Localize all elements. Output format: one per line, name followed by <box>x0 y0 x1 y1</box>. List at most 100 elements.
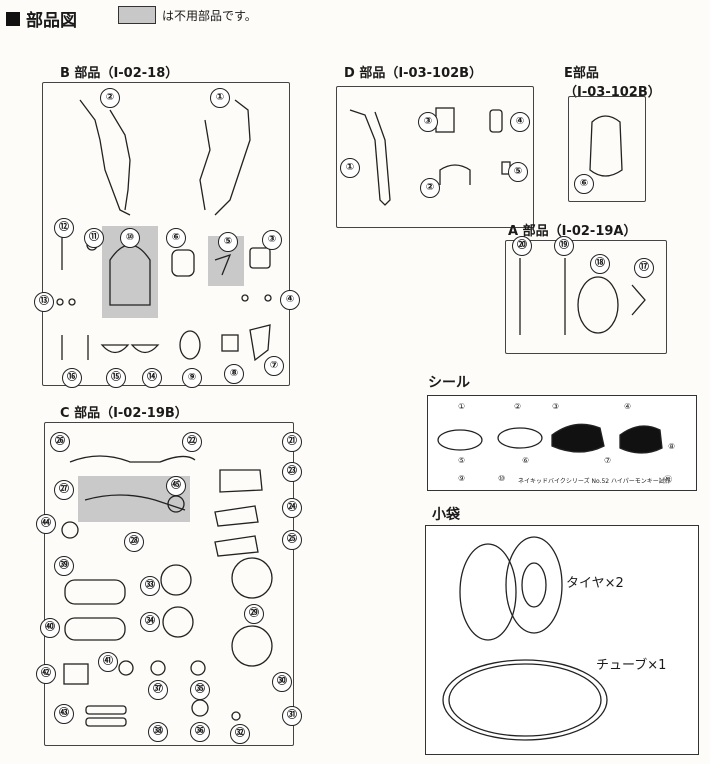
part-c37 <box>150 660 166 676</box>
tank-part-a18 <box>577 276 619 334</box>
callout-d3: ③ <box>418 112 438 132</box>
section-a-header: A 部品（Ⅰ-02-19A） <box>508 224 637 239</box>
callout-d1: ① <box>340 158 360 178</box>
part-b8 <box>221 334 239 352</box>
callout-c22: ㉒ <box>182 432 202 452</box>
frame-left-part <box>79 99 131 216</box>
part-d1 <box>349 109 391 206</box>
callout-c30: ㉚ <box>272 672 292 692</box>
callout-b12: ⑫ <box>54 218 74 238</box>
callout-a19: ⑲ <box>554 236 574 256</box>
callout-c26: ㉖ <box>50 432 70 452</box>
callout-c36: ㊱ <box>190 722 210 742</box>
handlebar-part-c26 <box>69 455 196 463</box>
engine-part-c33 <box>160 564 192 596</box>
tire-label: タイヤ×2 <box>566 576 624 591</box>
callout-b1: ① <box>210 88 230 108</box>
part-b6 <box>171 249 195 277</box>
part-c36 <box>191 699 209 717</box>
callout-a20: ⑳ <box>512 236 532 256</box>
callout-c31: ㉛ <box>282 706 302 726</box>
unused-part-swatch <box>118 6 156 24</box>
callout-c39: ㊴ <box>54 556 74 576</box>
callout-b4: ④ <box>280 290 300 310</box>
callout-d4: ④ <box>510 112 530 132</box>
bag-contents: タイヤ×2 チューブ×1 <box>425 525 699 755</box>
decal-3 <box>551 423 605 453</box>
muffler-part-c39 <box>64 579 126 605</box>
callout-c21: ㉑ <box>282 432 302 452</box>
part-c35 <box>190 660 206 676</box>
callout-c29: ㉙ <box>244 604 264 624</box>
frame-right-part <box>199 99 251 216</box>
seat-part-b10 <box>109 244 151 306</box>
callout-b10: ⑩ <box>120 228 140 248</box>
callout-c42: ㊷ <box>36 664 56 684</box>
sprue-a <box>505 240 667 354</box>
sprue-b <box>42 82 290 386</box>
callout-d2: ② <box>420 178 440 198</box>
part-c34 <box>162 606 194 638</box>
spring-part-c43b <box>85 717 127 727</box>
callout-c45: ㊺ <box>166 476 186 496</box>
callout-b13: ⑬ <box>34 292 54 312</box>
part-c40 <box>64 617 126 641</box>
wheel-part-c29b <box>231 625 273 667</box>
section-b-header: B 部品（Ⅰ-02-18） <box>60 66 179 81</box>
decal-4 <box>619 425 663 454</box>
callout-b9: ⑨ <box>182 368 202 388</box>
part-b14-15 <box>100 344 160 354</box>
part-b5 <box>214 253 232 276</box>
bag-header: 小袋 <box>432 507 460 523</box>
page-title: 部品図 <box>6 6 77 31</box>
part-c25 <box>214 535 259 557</box>
part-c24 <box>214 505 259 527</box>
legend: は不用部品です。 <box>118 6 257 24</box>
decal-2 <box>497 427 543 449</box>
callout-b6: ⑥ <box>166 228 186 248</box>
tire-back <box>505 536 563 634</box>
callout-a18: ⑱ <box>590 254 610 274</box>
callout-b7: ⑦ <box>264 356 284 376</box>
callout-d5: ⑤ <box>508 162 528 182</box>
callout-a17: ⑰ <box>634 258 654 278</box>
callout-b3: ③ <box>262 230 282 250</box>
part-d2 <box>439 164 471 185</box>
section-d-header: D 部品（Ⅰ-03-102B） <box>344 66 483 81</box>
callout-b8: ⑧ <box>224 364 244 384</box>
part-c42 <box>63 663 89 685</box>
section-c-header: C 部品（Ⅰ-02-19B） <box>60 406 188 421</box>
callout-c23: ㉓ <box>282 462 302 482</box>
callout-b5: ⑤ <box>218 232 238 252</box>
callout-c35: ㉟ <box>190 680 210 700</box>
callout-c41: ㊶ <box>98 652 118 672</box>
part-d3 <box>435 107 455 133</box>
callout-c40: ㊵ <box>40 618 60 638</box>
decal-1 <box>437 429 483 451</box>
wheel-part-c29a <box>231 557 273 599</box>
spring-part-c43a <box>85 705 127 715</box>
callout-c32: ㉜ <box>230 724 250 744</box>
seal-header: シール <box>428 375 470 391</box>
tire-front <box>459 543 517 641</box>
callout-b11: ⑪ <box>84 228 104 248</box>
rack-part-c23 <box>219 469 263 493</box>
sprue-c <box>44 422 294 746</box>
callout-c37: ㊲ <box>148 680 168 700</box>
part-c32 <box>231 711 241 721</box>
callout-c27: ㉗ <box>54 480 74 500</box>
part-d4 <box>489 109 503 133</box>
callout-c43: ㊸ <box>54 704 74 724</box>
callout-c24: ㉔ <box>282 498 302 518</box>
seal-caption: ネイキッドバイクシリーズ No.52 ハイパーモンキー試作 <box>518 478 671 485</box>
part-c45 <box>167 495 185 513</box>
callout-b14: ⑭ <box>142 368 162 388</box>
callout-c34: ㉞ <box>140 612 160 632</box>
sprue-d <box>336 86 534 228</box>
part-c27 <box>84 494 186 511</box>
black-square-icon <box>6 11 20 26</box>
tube-coil <box>442 659 608 741</box>
callout-b16: ⑯ <box>62 368 82 388</box>
seat-part-e6 <box>589 115 623 177</box>
